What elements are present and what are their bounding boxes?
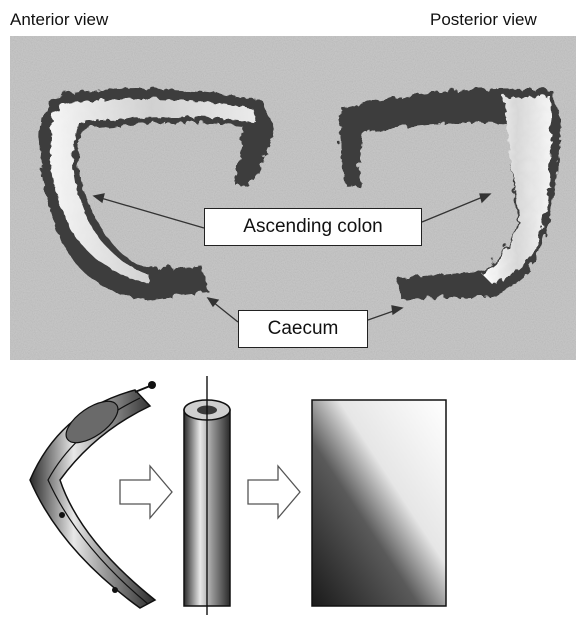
- posterior-view-label: Posterior view: [430, 10, 537, 30]
- anterior-view-label: Anterior view: [10, 10, 108, 30]
- ascending-colon-callout: Ascending colon: [204, 208, 422, 246]
- unfolded-surface-map-icon: [312, 400, 446, 606]
- straightened-cylinder-icon: [184, 376, 230, 615]
- arrow-right-icon: [248, 466, 300, 518]
- caecum-callout: Caecum: [238, 310, 368, 348]
- arrow-right-icon: [120, 466, 172, 518]
- unfolding-process-diagram: [0, 370, 576, 619]
